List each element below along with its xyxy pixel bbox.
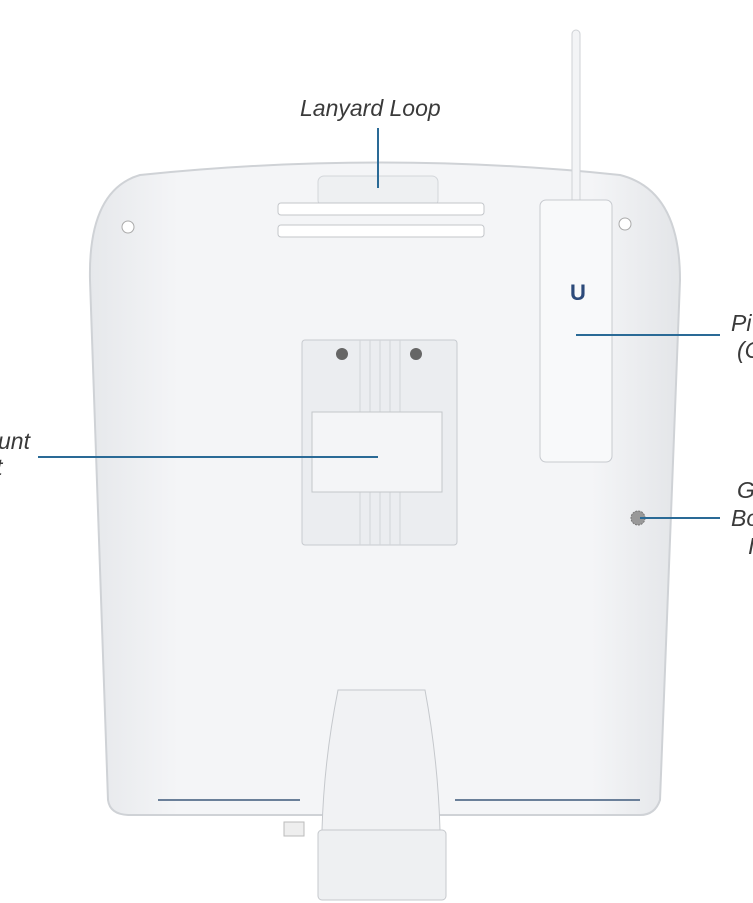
screw-icon [121, 220, 135, 234]
label-mount-line1: unt [0, 428, 30, 454]
callout-lines [38, 128, 720, 519]
label-mount-line2: t [0, 454, 2, 480]
pico-logo: U [570, 280, 586, 305]
antenna [571, 29, 581, 206]
label-ground-line2: Bo [731, 505, 753, 531]
screw-icon [618, 217, 632, 231]
label-pico-line1: Pi [731, 310, 752, 336]
pico-device [539, 199, 613, 463]
label-lanyard-loop: Lanyard Loop [300, 95, 441, 121]
label-ground-line3: I [748, 533, 753, 559]
label-ground-line1: G [737, 477, 753, 503]
connector [321, 689, 441, 831]
label-pico-line2: (C [737, 337, 753, 363]
